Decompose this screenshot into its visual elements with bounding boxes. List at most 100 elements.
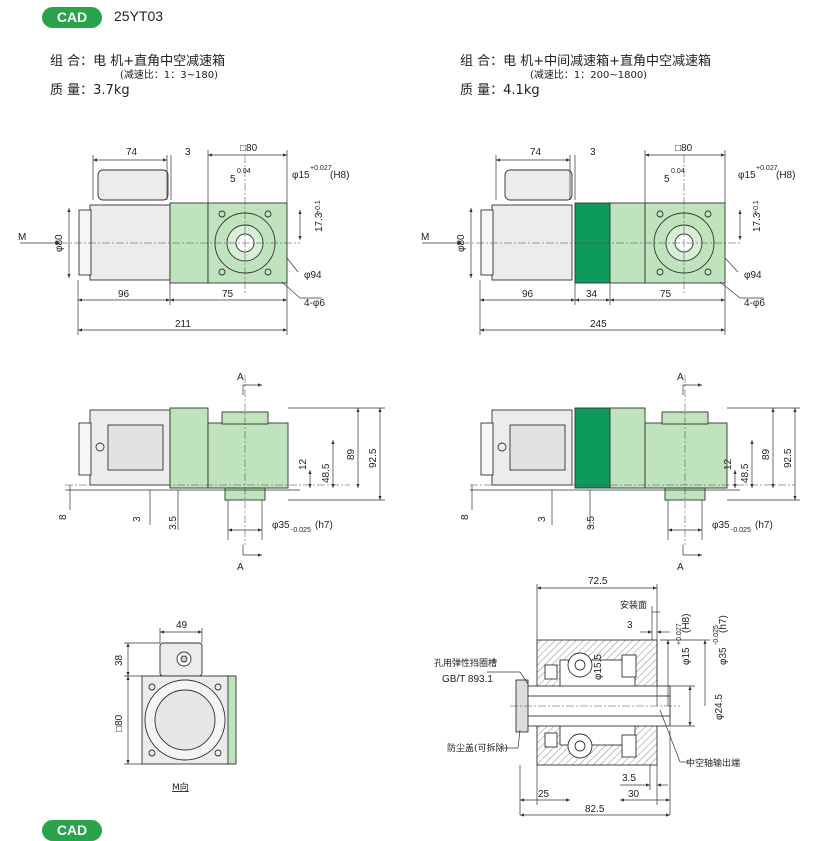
dim-15: φ15 <box>738 170 756 181</box>
dim-sq80: □80 <box>240 143 258 154</box>
dim-3-5: 3.5 <box>622 773 636 784</box>
dim-3: 3 <box>537 516 548 522</box>
dim-phi15-5: φ15.5 <box>593 654 604 680</box>
dim-8: 8 <box>460 514 471 520</box>
dim-phi35-tol: -0.025 <box>291 527 311 534</box>
dim-phi35-fit: (h7) <box>755 520 773 531</box>
dim-89: 89 <box>761 448 772 460</box>
dim-17-3: 17.3 <box>752 212 763 232</box>
dim-4-phi6: 4-φ6 <box>304 298 325 309</box>
dim-96: 96 <box>522 289 534 300</box>
dim-96: 96 <box>118 289 130 300</box>
mid-left-view: A A 89 92.5 48.5 12 8 3 3.5 φ35 -0.025 (… <box>58 372 385 573</box>
m-view: 49 38 □80 M向 <box>114 620 237 793</box>
dim-3: 3 <box>590 147 596 158</box>
dim-25: 25 <box>538 789 550 800</box>
intermediate-gearbox <box>574 407 611 489</box>
gearbox-body <box>644 422 728 489</box>
dim-phi15-tol: +0.027 <box>676 623 683 645</box>
dim-3-5: 3.5 <box>168 516 179 530</box>
dim-17-3: 17.3 <box>314 212 325 232</box>
dim-72-5: 72.5 <box>588 576 608 587</box>
next-cad-badge: CAD <box>42 820 102 841</box>
dim-5-tol: 0.04 <box>237 168 251 175</box>
label-circlip: 孔用弹性挡圈槽 <box>434 657 497 669</box>
dim-phi35-tol: -0.025 <box>731 527 751 534</box>
dim-3: 3 <box>132 516 143 522</box>
left-mass-label: 质 量： <box>50 83 94 98</box>
label-m: M <box>421 232 429 243</box>
gear-head <box>609 407 646 489</box>
left-spec: 组 合：电 机+直角中空减速箱 (减速比：1：3~180) 质 量：3.7kg <box>50 53 225 99</box>
top-right-view: 74 3 □80 5 0.04 φ15 +0.027 (H8) 17.3 +0.… <box>421 143 795 335</box>
dim-phi94: φ94 <box>304 270 322 281</box>
label-m: M <box>18 232 26 243</box>
dim-phi35: φ35 <box>712 520 730 531</box>
dim-38: 38 <box>114 654 125 666</box>
cad-badge: CAD <box>42 7 102 28</box>
label-hollow-output: 中空轴输出端 <box>686 757 740 769</box>
m-view-caption: M向 <box>172 781 189 793</box>
dim-15-tol: +0.027 <box>756 165 778 172</box>
dim-15-tol: +0.027 <box>310 165 332 172</box>
dim-3: 3 <box>185 147 191 158</box>
dim-92-5: 92.5 <box>368 448 379 468</box>
dim-3: 3 <box>627 620 633 631</box>
left-combo-value: 电 机+直角中空减速箱 <box>93 54 226 69</box>
dim-phi35: φ35 <box>272 520 290 531</box>
dim-phi35-fit: (h7) <box>315 520 333 531</box>
dim-3-5: 3.5 <box>586 516 597 530</box>
dim-245: 245 <box>590 319 607 330</box>
dim-12: 12 <box>723 458 734 470</box>
dim-89: 89 <box>346 448 357 460</box>
terminal-box <box>97 169 169 201</box>
right-mass-value: 4.1kg <box>503 83 540 98</box>
left-combo-label: 组 合： <box>50 54 94 69</box>
dim-17-3-tol: +0.1 <box>753 200 760 214</box>
dim-74: 74 <box>126 147 138 158</box>
label-dust-cap: 防尘盖(可拆除) <box>447 742 508 754</box>
section-a-bottom: A <box>677 562 684 573</box>
dim-5: 5 <box>664 174 670 185</box>
dim-211: 211 <box>175 319 191 330</box>
dim-phi15-fit: (H8) <box>681 614 692 633</box>
dim-34: 34 <box>586 289 598 300</box>
left-ratio: (减速比：1：3~180) <box>120 70 218 81</box>
dim-5: 5 <box>230 174 236 185</box>
dim-sq80: □80 <box>675 143 693 154</box>
gear-head <box>169 407 209 489</box>
dim-17-3-tol: +0.1 <box>315 200 322 214</box>
left-mass-value: 3.7kg <box>93 83 130 98</box>
label-mount-face: 安装面 <box>620 599 647 611</box>
section-a-top: A <box>237 372 244 383</box>
dim-75: 75 <box>222 289 234 300</box>
dim-phi94: φ94 <box>744 270 762 281</box>
right-spec: 组 合：电 机+中间减速箱+直角中空减速箱 (减速比：1：200~1800) 质… <box>460 53 711 99</box>
label-gb-std: GB/T 893.1 <box>442 674 493 685</box>
dim-phi35: φ35 <box>718 647 729 665</box>
dim-49: 49 <box>176 620 188 631</box>
dim-phi15: φ15 <box>681 647 692 665</box>
right-combo-label: 组 合： <box>460 54 504 69</box>
right-ratio: (减速比：1：200~1800) <box>530 70 648 81</box>
dim-48-5: 48.5 <box>321 463 332 483</box>
dim-15: φ15 <box>292 170 310 181</box>
dim-phi80: φ80 <box>456 234 467 252</box>
right-mass-label: 质 量： <box>460 83 504 98</box>
section-a-bottom: A <box>237 562 244 573</box>
dim-30: 30 <box>628 789 640 800</box>
dim-75: 75 <box>660 289 672 300</box>
gearbox-body <box>207 422 289 489</box>
dim-15-fit: (H8) <box>776 170 795 181</box>
terminal-box <box>504 169 573 201</box>
model-number: 25YT03 <box>114 8 164 24</box>
motor-endcap <box>78 209 92 276</box>
dim-phi24-5: φ24.5 <box>714 694 725 720</box>
top-left-view: 74 3 □80 5 0.04 φ15 +0.027 (H8) 17.3 +0.… <box>18 143 349 335</box>
dim-48-5: 48.5 <box>740 463 751 483</box>
dim-92-5: 92.5 <box>783 448 794 468</box>
dim-phi80: φ80 <box>54 234 65 252</box>
dim-15-fit: (H8) <box>330 170 349 181</box>
dim-4-phi6: 4-φ6 <box>744 298 765 309</box>
